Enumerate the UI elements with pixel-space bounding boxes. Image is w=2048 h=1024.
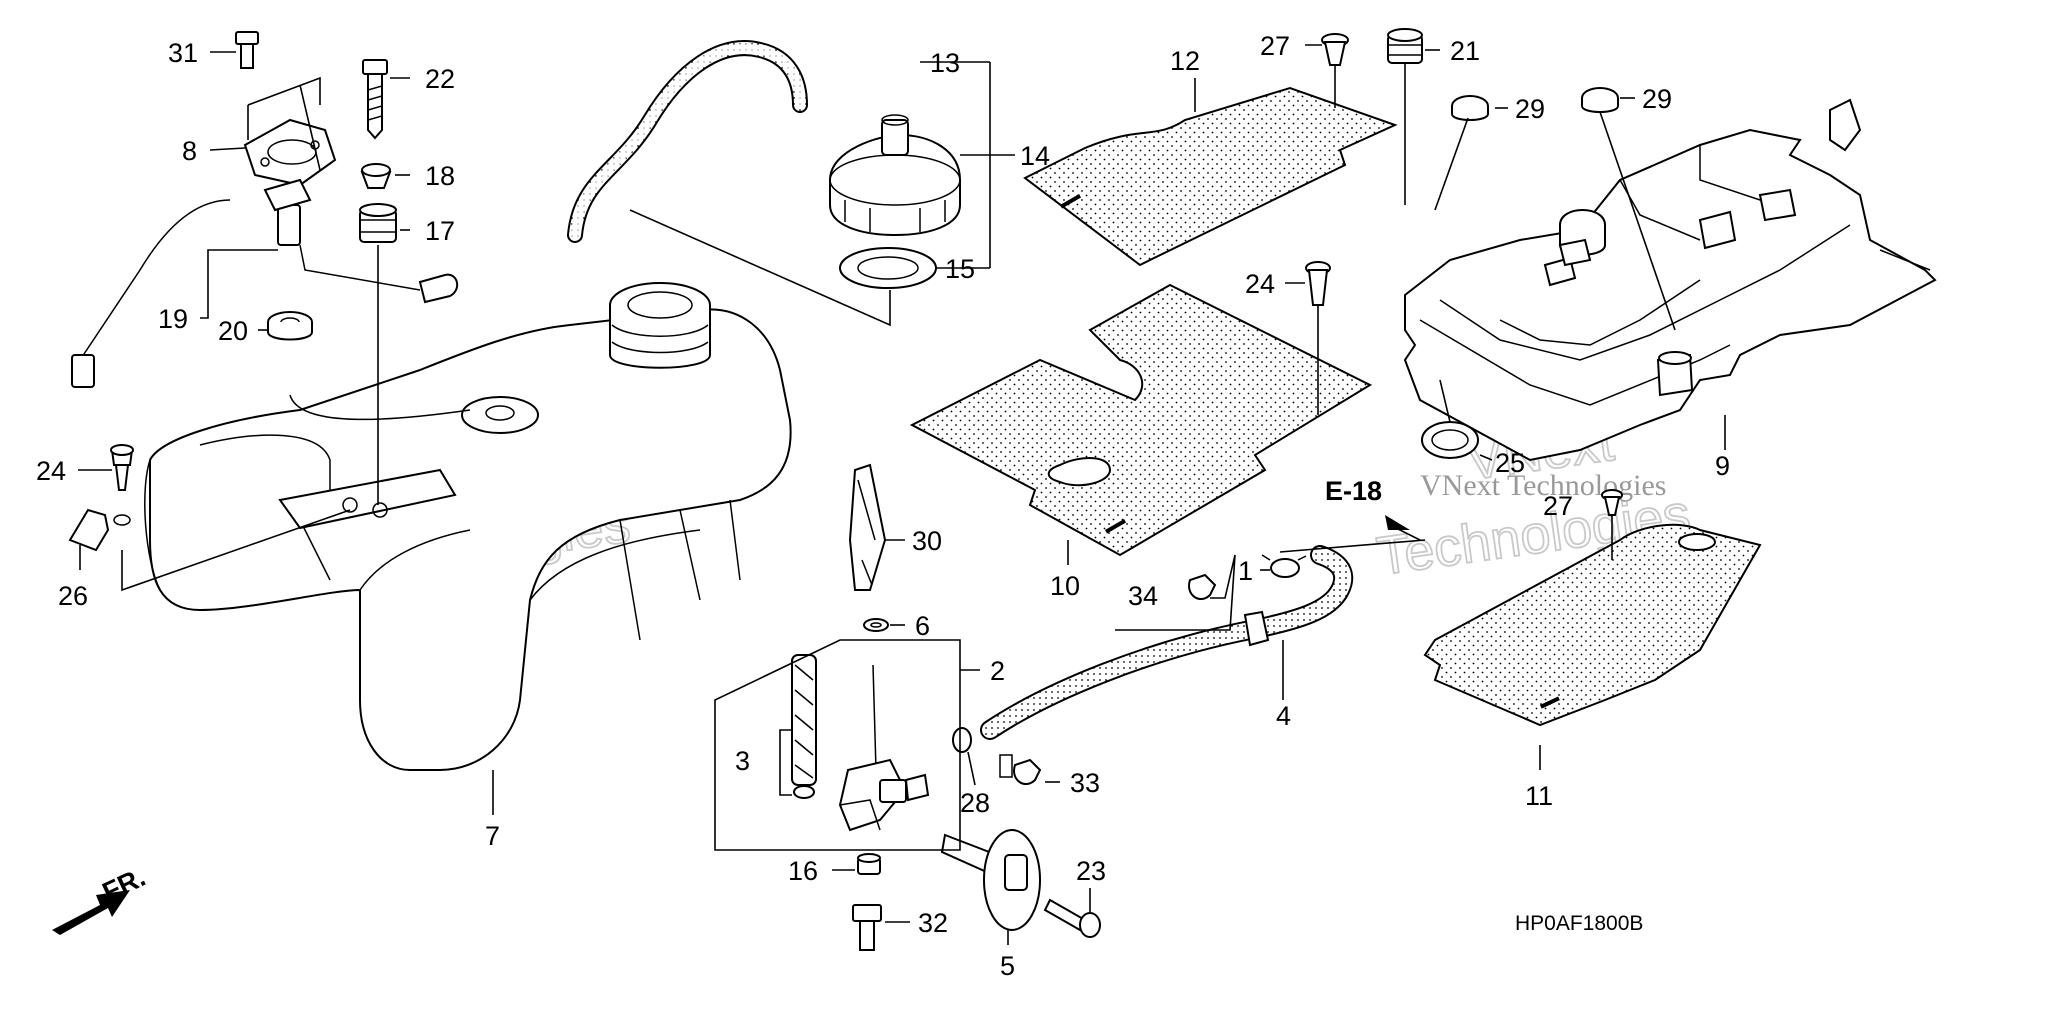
clip-27 xyxy=(1321,33,1349,66)
callout-labels: 31 22 8 18 17 19 20 24 26 7 13 14 15 30 … xyxy=(36,31,1730,981)
clip-24-right xyxy=(1305,261,1331,306)
diagram-code: HP0AF1800B xyxy=(1515,912,1643,935)
floor-mat-12 xyxy=(1023,86,1398,267)
callout-4: 4 xyxy=(1276,701,1291,731)
callout-24-left: 24 xyxy=(36,456,66,486)
clamp-1 xyxy=(1261,554,1307,578)
callout-28: 28 xyxy=(960,788,990,818)
callout-29-left: 29 xyxy=(1515,94,1545,124)
callout-21: 21 xyxy=(1450,36,1480,66)
clip-27-lower xyxy=(1601,489,1623,516)
clamp-34 xyxy=(1188,573,1217,600)
callout-30: 30 xyxy=(912,526,942,556)
strainer-3 xyxy=(791,654,817,799)
callout-14: 14 xyxy=(1020,141,1050,171)
bolt-32 xyxy=(852,904,882,951)
callout-23: 23 xyxy=(1076,856,1106,886)
clip-24-left xyxy=(110,444,134,491)
grommet-20 xyxy=(267,311,313,341)
callout-12: 12 xyxy=(1170,46,1200,76)
cap-gasket xyxy=(839,247,937,289)
bracket-30 xyxy=(848,463,887,591)
callout-22: 22 xyxy=(425,64,455,94)
callout-15: 15 xyxy=(945,254,975,284)
pump-flange xyxy=(243,118,337,187)
plug-29-right xyxy=(1581,87,1619,113)
callout-19: 19 xyxy=(158,304,188,334)
floor-mat-11 xyxy=(1423,523,1762,727)
plug-29-left xyxy=(1451,95,1489,121)
callout-18: 18 xyxy=(425,161,455,191)
clamp-33 xyxy=(999,754,1042,785)
callout-20: 20 xyxy=(218,316,248,346)
leader-lines xyxy=(78,44,1726,945)
callout-2: 2 xyxy=(990,656,1005,686)
front-direction-arrow: FR. xyxy=(52,862,150,935)
callout-25: 25 xyxy=(1495,448,1525,478)
callout-34: 34 xyxy=(1128,581,1158,611)
callout-31: 31 xyxy=(168,38,198,68)
washer-16 xyxy=(857,853,881,875)
fuel-cap xyxy=(829,114,961,237)
callout-5: 5 xyxy=(1000,951,1015,981)
callout-27-lower: 27 xyxy=(1543,491,1573,521)
rubber-mount-17 xyxy=(359,203,397,243)
callout-3: 3 xyxy=(735,746,750,776)
o-ring-28 xyxy=(952,727,972,753)
watermark-small-2: VNext Technologies xyxy=(1420,469,1666,502)
collar-18 xyxy=(360,163,392,189)
callout-24-right: 24 xyxy=(1245,269,1275,299)
fuel-valve xyxy=(838,664,930,832)
callout-10: 10 xyxy=(1050,571,1080,601)
callout-11: 11 xyxy=(1525,781,1553,811)
callout-27-top: 27 xyxy=(1260,31,1290,61)
fuel-sender-unit xyxy=(71,178,459,388)
floor-mat-10 xyxy=(909,283,1373,557)
callout-33: 33 xyxy=(1070,768,1100,798)
callout-7: 7 xyxy=(485,821,500,851)
bolt-31 xyxy=(235,31,259,69)
callout-1: 1 xyxy=(1238,556,1253,586)
callout-6: 6 xyxy=(915,611,930,641)
washer-6 xyxy=(863,618,889,632)
bolt-22 xyxy=(362,59,388,140)
callout-9: 9 xyxy=(1715,451,1730,481)
grommet-21 xyxy=(1387,28,1423,64)
valve-knob-5 xyxy=(940,829,1041,931)
clip-ring-25 xyxy=(1421,421,1479,459)
screw-23 xyxy=(1043,898,1101,938)
callout-17: 17 xyxy=(425,216,455,246)
callout-29-right: 29 xyxy=(1642,84,1672,114)
callout-26: 26 xyxy=(58,581,88,611)
tray-frame-9 xyxy=(1403,98,1937,462)
hose-clip-26 xyxy=(68,508,131,552)
callout-16: 16 xyxy=(788,856,818,886)
reference-e18: E-18 xyxy=(1325,476,1382,506)
callout-8: 8 xyxy=(182,136,197,166)
fuel-tank xyxy=(144,282,792,771)
callout-32: 32 xyxy=(918,908,948,938)
callout-13: 13 xyxy=(930,48,960,78)
